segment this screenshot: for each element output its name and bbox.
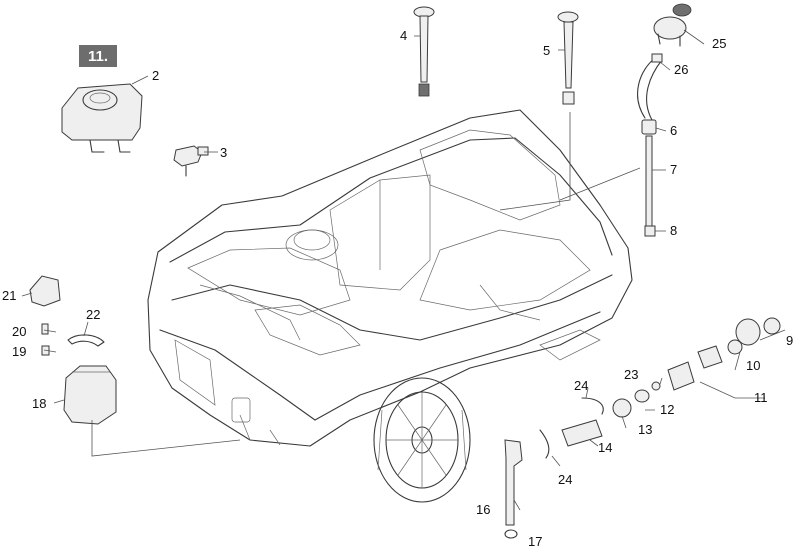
label-21: 21 [2, 288, 16, 303]
label-24-top: 24 [574, 378, 588, 393]
label-6: 6 [670, 123, 677, 138]
label-2: 2 [152, 68, 159, 83]
part-number-labels: 2 3 4 5 25 26 6 7 8 21 20 19 22 18 9 10 … [2, 28, 793, 549]
label-7: 7 [670, 162, 677, 177]
label-4: 4 [400, 28, 407, 43]
tank-part [61, 83, 143, 153]
left-small-parts [29, 275, 117, 425]
valve-part [173, 145, 209, 177]
lower-pipe-parts [504, 397, 604, 539]
label-12: 12 [660, 402, 674, 417]
label-25: 25 [712, 36, 726, 51]
group-badge-label: 11. [88, 48, 108, 65]
label-9: 9 [786, 333, 793, 348]
pipe-assembly [641, 119, 657, 237]
leader-lines [21, 29, 786, 511]
label-18: 18 [32, 396, 46, 411]
wheel [373, 377, 471, 503]
label-17: 17 [528, 534, 542, 549]
label-26: 26 [674, 62, 688, 77]
right-fittings [612, 317, 781, 418]
group-badge: 11. [79, 45, 117, 67]
label-13: 13 [638, 422, 652, 437]
label-16: 16 [476, 502, 490, 517]
hose-part-26 [637, 53, 663, 121]
label-10: 10 [746, 358, 760, 373]
machine-body [147, 109, 633, 447]
label-20: 20 [12, 324, 26, 339]
tube-part-5 [557, 11, 579, 105]
label-8: 8 [670, 223, 677, 238]
label-24-bottom: 24 [558, 472, 572, 487]
label-19: 19 [12, 344, 26, 359]
label-23: 23 [624, 367, 638, 382]
sensor-part-25 [653, 3, 692, 47]
label-14: 14 [598, 440, 612, 455]
label-22: 22 [86, 307, 100, 322]
label-3: 3 [220, 145, 227, 160]
label-5: 5 [543, 43, 550, 58]
tube-part-4 [413, 6, 435, 97]
label-11: 11 [754, 390, 768, 405]
